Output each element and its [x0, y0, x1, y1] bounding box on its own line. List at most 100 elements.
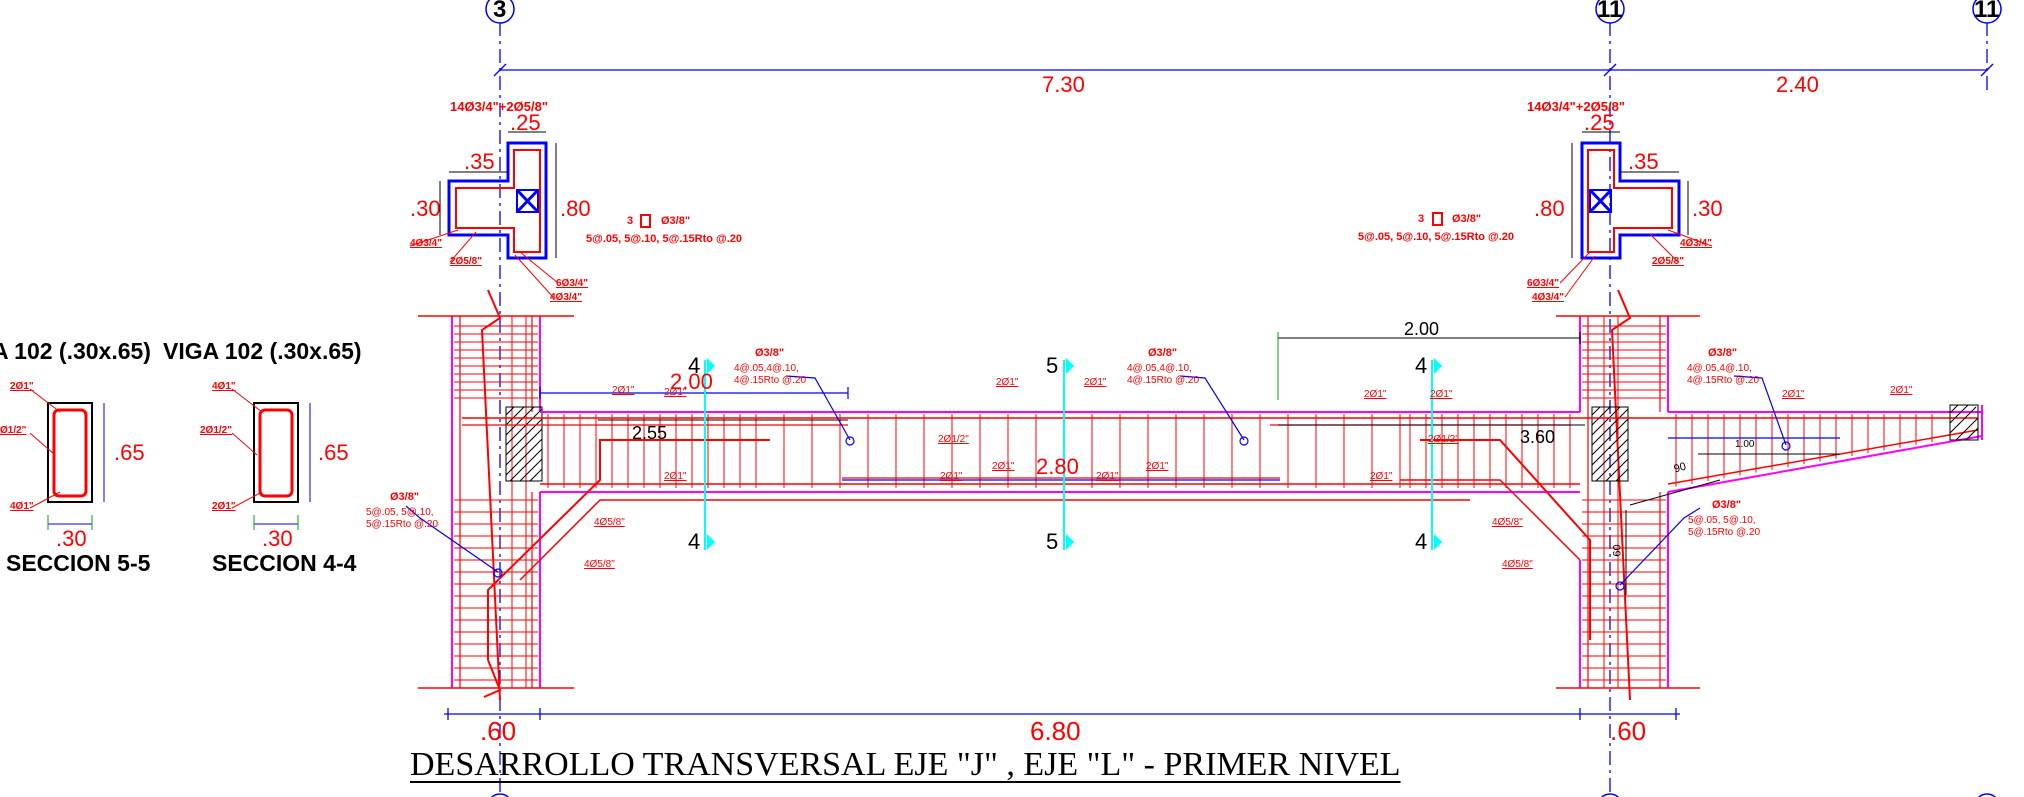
- right-col-bars-a: 4Ø3/4": [1680, 238, 1712, 249]
- beam-stirrups: [454, 325, 1933, 681]
- axis-bubbles: [485, 0, 2002, 797]
- right-elevation-column: [1556, 289, 1700, 701]
- stirrup-icons: [640, 212, 1443, 228]
- left-hatch: [505, 406, 543, 482]
- beam-stirrup-note-right-b: 4@.15Rto @.20: [1687, 375, 1760, 386]
- stirrup-leaders: [405, 375, 1791, 591]
- beam-stirrup-note-left-a: 4@.05,4@.10,: [734, 363, 799, 374]
- beam-bar-2d1-a: 2Ø1": [612, 385, 635, 396]
- left-elev-stirrup-b: 5@.15Rto @.20: [366, 519, 439, 530]
- right-elev-stirrup-b: 5@.15Rto @.20: [1688, 527, 1761, 538]
- section-55-title: A 102 (.30x.65): [0, 338, 151, 364]
- beam-bar-2d1-c: 2Ø1": [996, 377, 1019, 388]
- cantilever-end-hatch: [1949, 404, 1979, 441]
- beam-dim-60: 60: [1611, 544, 1624, 557]
- right-col-main-bars: 14Ø3/4"+2Ø5/8": [1527, 99, 1625, 114]
- cut-label-5-bot: 5: [1046, 529, 1059, 554]
- cut-lines: [704, 360, 1433, 550]
- beam-stirrup-note-mid-b: 4@.15Rto @.20: [1127, 375, 1200, 386]
- beam-bar-4d58-c: 4Ø5/8": [1492, 517, 1523, 528]
- section-55-width: .30: [56, 526, 87, 551]
- beam-bar-4d58-a: 4Ø5/8": [594, 517, 625, 528]
- beam-bar-2d1-n: 2Ø1": [1370, 471, 1393, 482]
- section-44-label: SECCION 4-4: [212, 550, 357, 576]
- section-44-top-bars: 4Ø1": [212, 381, 236, 392]
- beam-bar-2d1-i: 2Ø1": [664, 471, 687, 482]
- section-55-graphic: [29, 388, 105, 530]
- dim-240: 2.40: [1776, 72, 1819, 97]
- beam-bar-2d1-f: 2Ø1": [1430, 389, 1453, 400]
- right-col-dim-80: .80: [1534, 196, 1565, 221]
- left-elev-stirrup-a: 5@.05, 5@.10,: [366, 507, 434, 518]
- beam-bar-2d1-l: 2Ø1": [1096, 471, 1119, 482]
- axis-label-11b: 11: [1974, 0, 2000, 23]
- beam-bar-4d58-b: 4Ø5/8": [584, 559, 615, 570]
- beam-dim-360: 3.60: [1520, 427, 1556, 447]
- bottom-dimension: [444, 708, 1680, 720]
- left-elev-stirrup-dia: Ø3/8": [390, 491, 420, 503]
- right-column-section: [1571, 131, 1689, 260]
- beam-dim-200-top: 2.00: [1404, 319, 1440, 339]
- right-col-dim-30: .30: [1692, 196, 1723, 221]
- beam-stirrup-note-right-dia: Ø3/8": [1708, 347, 1738, 359]
- beam-bar-2d1-h: 2Ø1": [1890, 385, 1913, 396]
- section-55-top-bars: 2Ø1": [10, 381, 34, 392]
- left-col-bars-b: 2Ø5/8": [450, 256, 482, 267]
- left-col-stirrup-spacing: 5@.05, 5@.10, 5@.15Rto @.20: [586, 233, 743, 245]
- right-hatch: [1591, 406, 1629, 482]
- cut-label-4-top-right: 4: [1415, 353, 1428, 378]
- dim-bottom-680: 6.80: [1030, 716, 1081, 746]
- dim-bottom-60-left: .60: [480, 716, 517, 746]
- left-column-section: [439, 131, 557, 260]
- left-col-dim-35: .35: [464, 149, 495, 174]
- beam-stirrup-note-left-dia: Ø3/8": [755, 347, 785, 359]
- right-col-bars-c: 6Ø3/4": [1527, 278, 1559, 289]
- beam-dim-100: 1.00: [1735, 439, 1755, 450]
- axis-label-11: 11: [1597, 0, 1623, 23]
- left-col-stirrup-dia: Ø3/8": [661, 215, 691, 227]
- column-leaders: [409, 229, 1713, 298]
- top-dimension: [493, 63, 1994, 77]
- beam-stirrup-note-mid-a: 4@.05,4@.10,: [1127, 363, 1192, 374]
- beam-bar-2d1-e: 2Ø1": [1364, 389, 1387, 400]
- beam-stirrup-note-mid-dia: Ø3/8": [1148, 347, 1178, 359]
- right-col-dim-25: .25: [1584, 110, 1615, 135]
- left-col-bars-a: 4Ø3/4": [410, 238, 442, 249]
- left-col-dim-80: .80: [560, 196, 591, 221]
- right-col-bars-b: 2Ø5/8": [1652, 256, 1684, 267]
- section-44-graphic: [231, 388, 311, 530]
- left-col-stirrup-count: 3: [627, 215, 634, 227]
- beam-bar-2d12-a: 2Ø1/2": [938, 434, 969, 445]
- beam-bar-2d1-g: 2Ø1": [1782, 389, 1805, 400]
- left-col-bars-d: 4Ø3/4": [550, 292, 582, 303]
- section-44-height: .65: [318, 440, 349, 465]
- beam-dim-255: 2.55: [632, 423, 668, 443]
- beam-bar-2d1-b: 2Ø1": [664, 387, 687, 398]
- section-55-mid-bars: Ø1/2": [0, 425, 27, 436]
- axis-label-3: 3: [493, 0, 507, 23]
- cut-arrows: [707, 358, 1442, 550]
- section-55-bot-bars: 4Ø1": [10, 501, 34, 512]
- right-elev-stirrup-a: 5@.05, 5@.10,: [1688, 515, 1756, 526]
- left-col-bars-c: 6Ø3/4": [556, 278, 588, 289]
- left-col-dim-25: .25: [510, 110, 541, 135]
- beam-bar-2d12-b: 2Ø1/2": [1428, 434, 1459, 445]
- section-44-width: .30: [262, 526, 293, 551]
- section-44-bot-bars: 2Ø1": [212, 501, 236, 512]
- left-col-main-bars: 14Ø3/4"+2Ø5/8": [450, 99, 548, 114]
- section-55-label: SECCION 5-5: [6, 550, 151, 576]
- cut-label-5-top: 5: [1046, 353, 1059, 378]
- cut-label-4-bot-left: 4: [688, 529, 701, 554]
- beam-bar-2d1-j: 2Ø1": [940, 471, 963, 482]
- right-col-stirrup-dia: Ø3/8": [1452, 213, 1482, 225]
- beam-bar-2d1-d: 2Ø1": [1084, 377, 1107, 388]
- section-44-mid-bars: 2Ø1/2": [200, 425, 232, 436]
- section-44-title: VIGA 102 (.30x.65): [163, 338, 362, 364]
- right-col-dim-35: .35: [1628, 149, 1659, 174]
- right-col-stirrup-spacing: 5@.05, 5@.10, 5@.15Rto @.20: [1358, 231, 1515, 243]
- axis-lines: [499, 22, 1988, 797]
- cut-label-4-top-left: 4: [688, 353, 701, 378]
- section-55-height: .65: [114, 440, 145, 465]
